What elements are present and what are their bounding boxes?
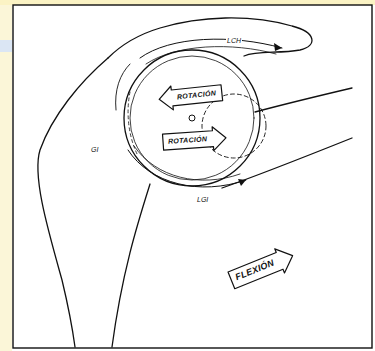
center-dot xyxy=(189,115,195,121)
arrow-shape: ROTACIÓN xyxy=(162,130,226,150)
arrow-path xyxy=(157,81,222,111)
part-label: LGI xyxy=(196,196,209,204)
ligament-line xyxy=(128,150,246,187)
scapula-outline xyxy=(255,88,352,112)
part-label: LCH xyxy=(226,37,242,45)
side-mark xyxy=(0,40,12,52)
ligament-line xyxy=(116,64,130,110)
side-band xyxy=(0,5,12,351)
humerus-outline xyxy=(112,184,150,347)
dashed-arc xyxy=(128,92,138,156)
arrow-path xyxy=(227,244,298,293)
ligament-line xyxy=(134,146,240,180)
glenoid-dashed xyxy=(202,94,266,158)
frame xyxy=(13,5,372,348)
top-band xyxy=(0,0,375,5)
arrow-path xyxy=(162,126,227,154)
ligament-arrowhead xyxy=(274,43,282,51)
ligament-line xyxy=(140,39,282,58)
ligament-line xyxy=(146,47,276,64)
ligament-arrowhead xyxy=(238,179,246,186)
part-label: GI xyxy=(90,146,99,154)
humeral-head xyxy=(124,50,260,186)
humerus-outline xyxy=(38,58,108,347)
humeral-head-inner xyxy=(130,56,254,180)
scapula-outline xyxy=(222,138,352,188)
